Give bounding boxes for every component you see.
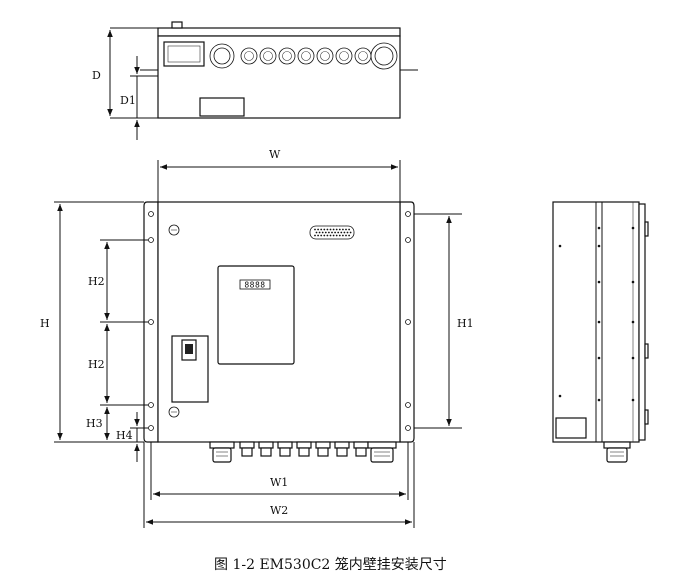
vent-hole bbox=[345, 234, 347, 237]
vent-hole bbox=[338, 228, 341, 231]
vent-hole bbox=[320, 234, 323, 237]
top-view: D D1 bbox=[92, 21, 418, 140]
figure-caption: 图 1-2 EM530C2 笼内壁挂安装尺寸 bbox=[214, 556, 447, 573]
vent-hole bbox=[342, 228, 344, 231]
display-window bbox=[239, 279, 271, 290]
dim-h1-label: H1 bbox=[457, 317, 474, 330]
door-panel bbox=[217, 265, 295, 365]
vent-hole bbox=[317, 234, 319, 237]
dim-h-label: H bbox=[40, 317, 50, 330]
vent-hole bbox=[334, 231, 336, 234]
vent-hole bbox=[335, 228, 338, 231]
dim-w2-label: W2 bbox=[270, 504, 288, 517]
vent-hole bbox=[323, 234, 326, 237]
side-view bbox=[552, 201, 649, 463]
vent-hole bbox=[320, 228, 323, 231]
dim-d-label: D bbox=[92, 69, 101, 82]
side-view-gland bbox=[606, 447, 628, 463]
vent-hole bbox=[317, 228, 319, 231]
bottom-glands bbox=[209, 441, 397, 463]
dim-w-label: W bbox=[269, 148, 281, 161]
dim-h4-label: H4 bbox=[116, 429, 133, 442]
vent-hole bbox=[335, 234, 338, 237]
vent-hole bbox=[346, 231, 349, 234]
vent-hole bbox=[323, 228, 326, 231]
vent-hole bbox=[342, 234, 344, 237]
vent-hole bbox=[349, 231, 352, 234]
vent-hole bbox=[337, 231, 340, 234]
vent-hole bbox=[321, 231, 324, 234]
dim-h2b-label: H2 bbox=[88, 358, 105, 371]
vent-hole bbox=[328, 231, 330, 234]
vent-hole bbox=[315, 231, 318, 234]
vent-hole bbox=[343, 231, 346, 234]
top-view-lid-tab bbox=[171, 21, 183, 29]
vent-hole bbox=[329, 228, 332, 231]
dim-h2a-label: H2 bbox=[88, 275, 105, 288]
side-view-nameplate bbox=[555, 417, 587, 439]
dim-w1-label: W1 bbox=[270, 476, 288, 489]
dim-h3-label: H3 bbox=[86, 417, 103, 430]
vent-hole bbox=[314, 234, 316, 237]
vent-hole bbox=[324, 231, 327, 234]
top-view-glands bbox=[209, 42, 398, 70]
display-readout: 8888 bbox=[244, 281, 265, 290]
top-view-plate bbox=[163, 41, 205, 67]
top-view-lid bbox=[157, 27, 401, 37]
front-view: 8888 bbox=[143, 201, 415, 463]
vent-hole bbox=[348, 234, 350, 237]
vent-hole bbox=[345, 228, 347, 231]
vent-hole bbox=[332, 234, 335, 237]
dim-d1-label: D1 bbox=[120, 94, 136, 107]
vent-hole bbox=[326, 234, 329, 237]
breaker-lever bbox=[185, 344, 193, 354]
side-view-door-edge bbox=[638, 203, 646, 441]
vent-hole bbox=[326, 228, 329, 231]
vent-hole bbox=[340, 231, 343, 234]
vent-hole bbox=[332, 228, 335, 231]
vent-hole bbox=[331, 231, 333, 234]
vent-hole bbox=[329, 234, 332, 237]
vent-hole bbox=[318, 231, 321, 234]
vent-hole bbox=[314, 228, 316, 231]
top-view-nameplate bbox=[199, 97, 245, 117]
vent-hole bbox=[338, 234, 341, 237]
vent-hole bbox=[348, 228, 350, 231]
